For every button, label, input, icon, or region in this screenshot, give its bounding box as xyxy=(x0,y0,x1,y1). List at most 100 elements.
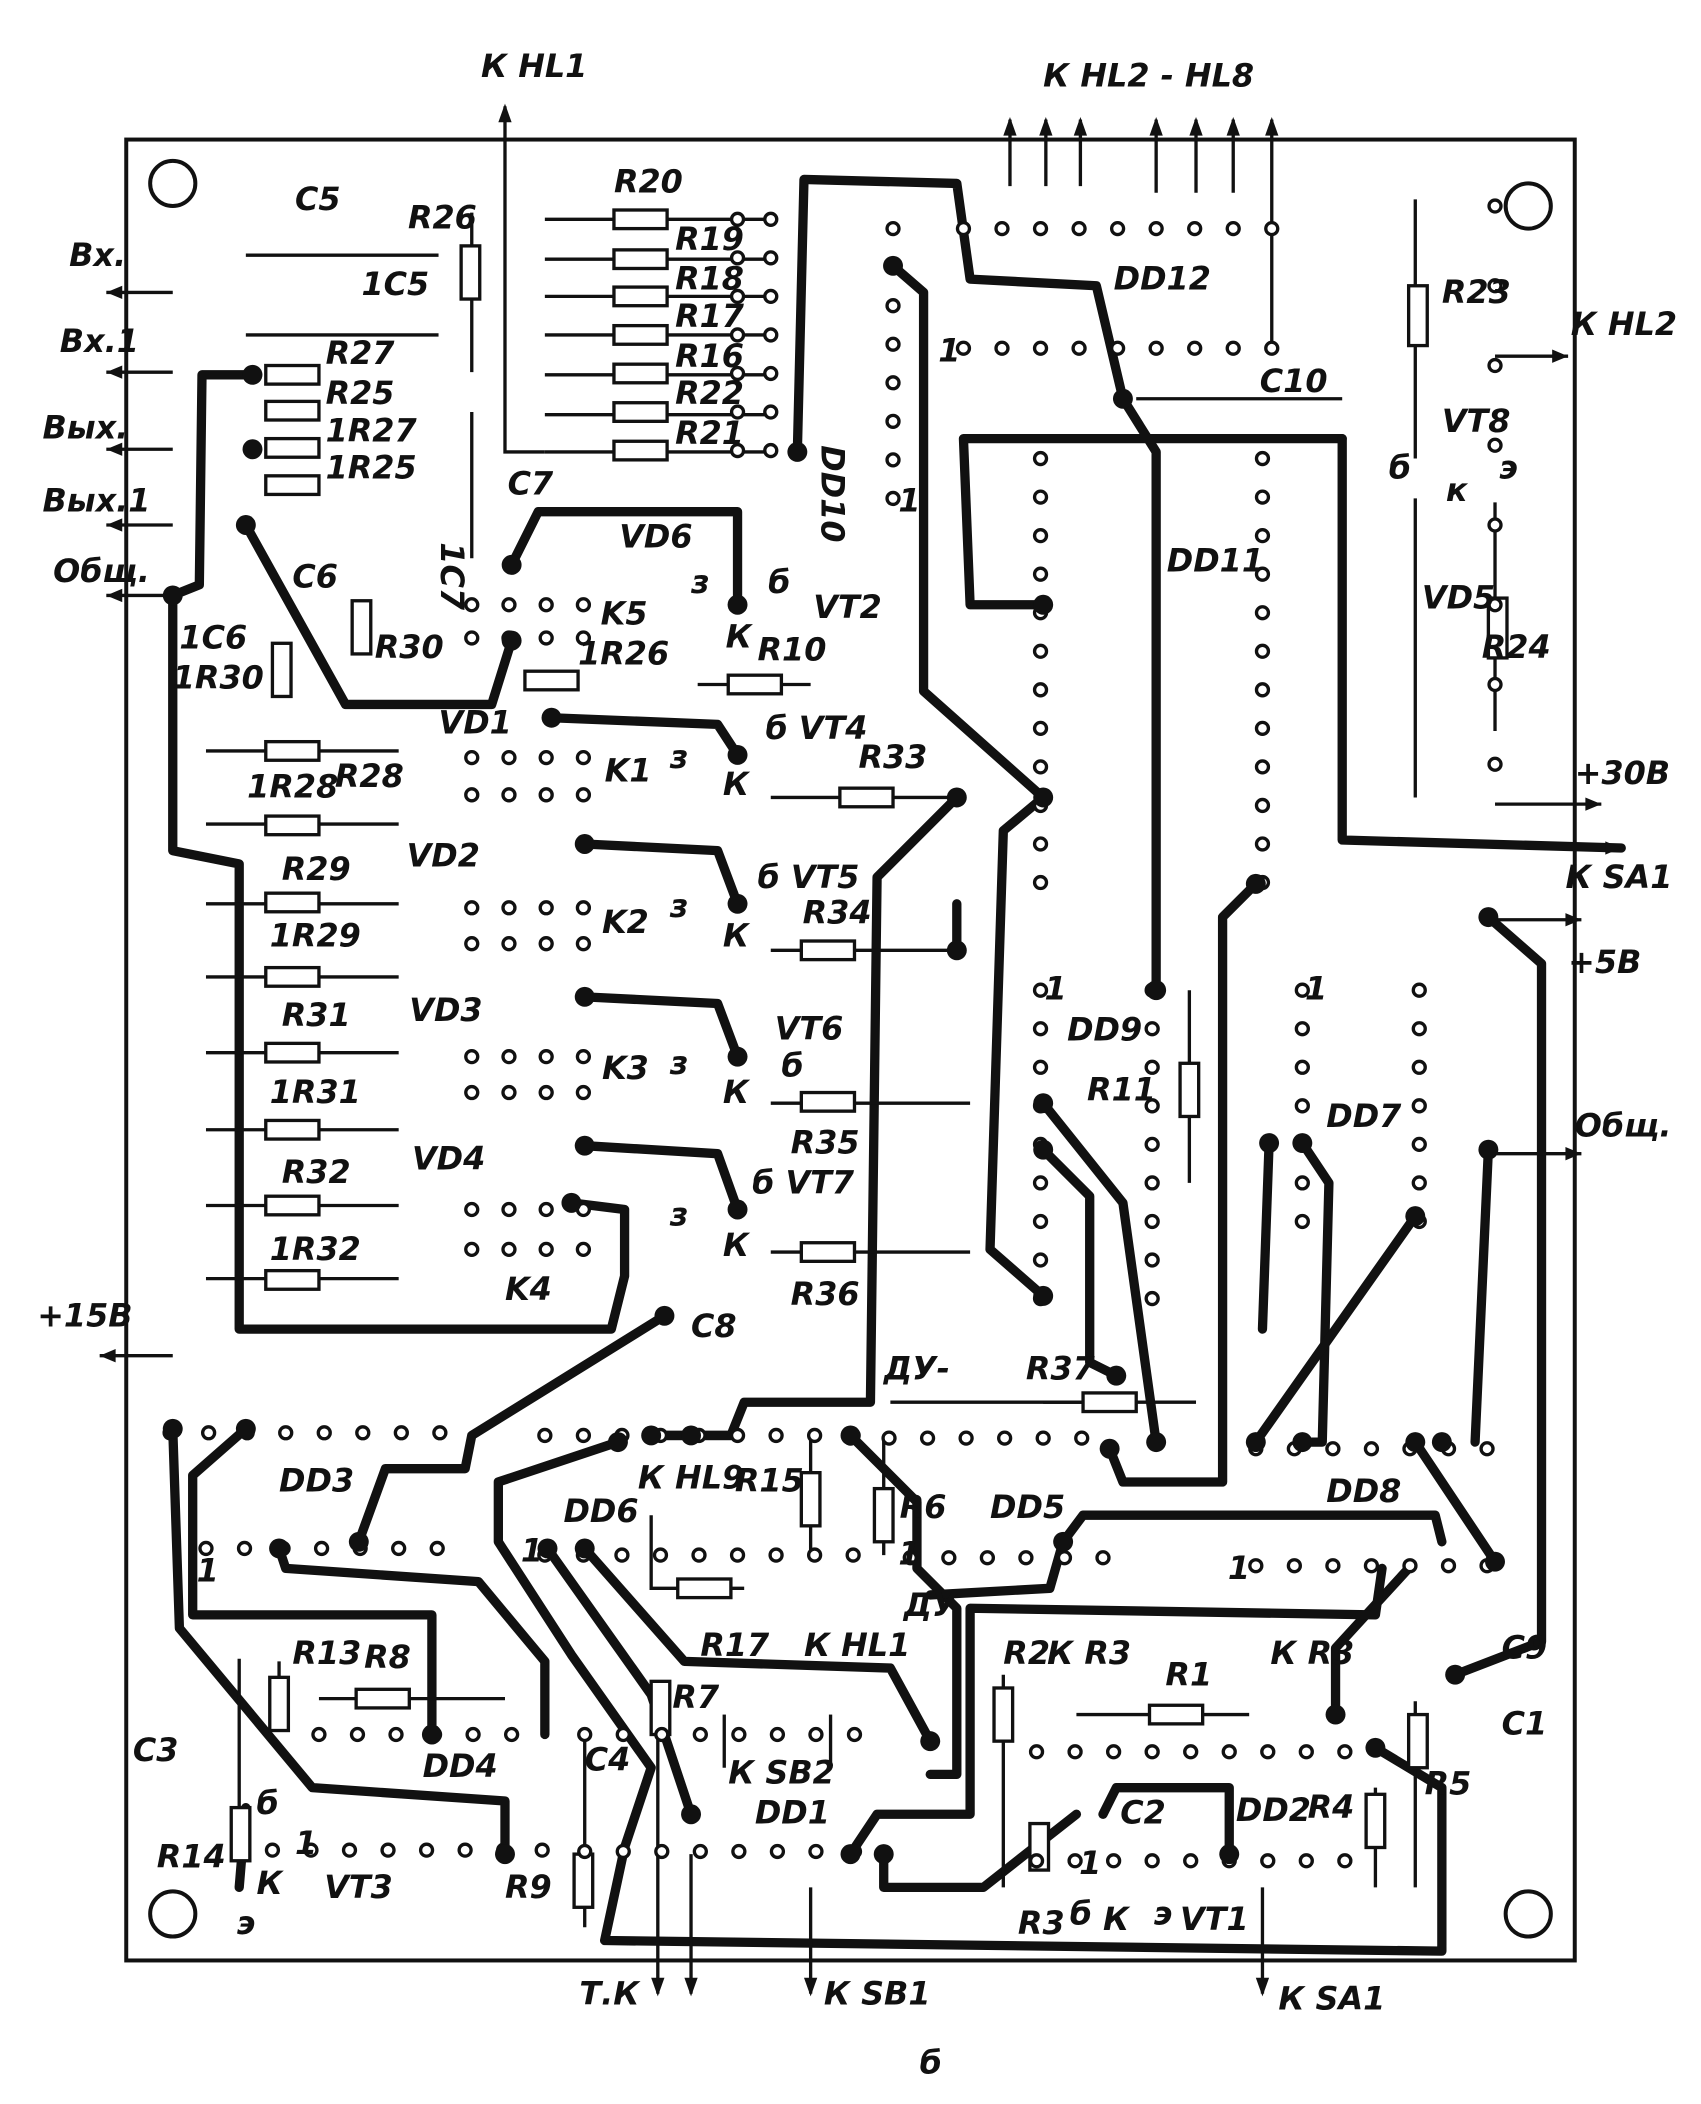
pad xyxy=(1032,874,1049,891)
trace xyxy=(580,992,743,1062)
pad xyxy=(808,1843,824,1860)
mounting-hole xyxy=(148,158,198,209)
pad xyxy=(729,404,746,420)
pad xyxy=(763,404,779,420)
pad xyxy=(1033,1139,1054,1160)
pad xyxy=(501,749,517,766)
resistor-body xyxy=(264,814,321,837)
component-label: Т.К xyxy=(579,1974,641,2012)
component-label: 1C5 xyxy=(361,265,429,303)
component-label: к xyxy=(1446,471,1469,509)
pad xyxy=(1032,836,1049,852)
pad xyxy=(883,255,903,276)
resistor-body xyxy=(799,1241,857,1263)
pad xyxy=(391,1540,407,1557)
component-label: 1R26 xyxy=(578,635,669,673)
trace xyxy=(188,1424,437,1740)
arrow-icon xyxy=(106,285,123,300)
arrow-icon xyxy=(106,588,123,603)
pad xyxy=(955,340,972,356)
pad xyxy=(806,1547,823,1563)
pad xyxy=(575,900,592,916)
arrow-icon xyxy=(106,518,123,532)
pad xyxy=(242,439,263,460)
component-label: R34 xyxy=(803,894,872,932)
component-label: VT8 xyxy=(1442,402,1511,440)
pad xyxy=(538,787,554,803)
pad xyxy=(1033,787,1054,808)
component-label: DD12 xyxy=(1114,260,1211,298)
trace xyxy=(168,370,258,601)
trace xyxy=(985,792,1048,1301)
resistor-body xyxy=(572,1852,595,1909)
arrow-icon xyxy=(498,103,512,123)
pad xyxy=(538,1241,554,1258)
trace xyxy=(1038,1098,1161,1447)
resistor-body xyxy=(264,399,321,422)
pad xyxy=(1411,1098,1427,1114)
pad xyxy=(1294,1059,1310,1075)
pad xyxy=(464,936,480,952)
pad xyxy=(763,211,779,227)
trace xyxy=(274,1543,550,1740)
pad xyxy=(1445,1664,1466,1685)
pad xyxy=(615,1843,631,1860)
component-label: б VT7 xyxy=(752,1164,855,1202)
component-label: +15В xyxy=(37,1296,132,1334)
component-label: К SA1 xyxy=(1565,858,1672,896)
pad xyxy=(575,597,592,613)
component-label: R26 xyxy=(408,199,477,237)
pad xyxy=(941,1550,957,1566)
pad xyxy=(1485,1551,1505,1572)
pad xyxy=(1325,1704,1346,1725)
pad xyxy=(1033,594,1054,615)
trace xyxy=(845,1563,1387,1859)
arrow-icon xyxy=(1552,349,1569,363)
pad xyxy=(1032,682,1049,698)
component-label: R1 xyxy=(1165,1655,1212,1693)
pad xyxy=(1294,1021,1310,1037)
pad xyxy=(1298,1744,1314,1760)
component-label: C2 xyxy=(1120,1794,1166,1832)
trace xyxy=(493,1437,1447,1956)
pad xyxy=(729,1427,746,1444)
component-label: VT1 xyxy=(1180,1900,1249,1938)
pad xyxy=(393,1425,409,1441)
pad xyxy=(1144,1136,1160,1153)
pad xyxy=(349,1726,366,1743)
pad xyxy=(538,900,554,916)
pad xyxy=(1074,1430,1090,1446)
resistor-body xyxy=(459,244,482,301)
component-label: К xyxy=(723,916,751,954)
pad xyxy=(1254,720,1271,737)
component-label: R20 xyxy=(614,163,683,201)
component-label: R21 xyxy=(675,414,744,452)
pad xyxy=(465,1726,481,1743)
component-label: К xyxy=(1103,1900,1131,1938)
component-label: б xyxy=(781,1047,803,1085)
pad xyxy=(1146,980,1167,1001)
pad xyxy=(1487,278,1503,294)
pad xyxy=(575,1241,592,1258)
pad xyxy=(538,597,554,613)
component-label: K4 xyxy=(505,1270,552,1308)
pad xyxy=(348,1531,369,1552)
pad xyxy=(1035,1430,1051,1446)
component-label: 1 xyxy=(521,1532,543,1570)
resistor-body xyxy=(264,1118,321,1141)
pad xyxy=(652,1547,669,1563)
component-label: DD4 xyxy=(423,1747,498,1785)
pad xyxy=(574,1135,595,1156)
pad xyxy=(1411,982,1427,998)
component-label: К HL1 xyxy=(481,47,587,85)
pad xyxy=(1440,1558,1457,1574)
resistor-body xyxy=(612,285,669,308)
pad xyxy=(1095,1550,1111,1566)
pad xyxy=(1033,1285,1054,1306)
pad xyxy=(341,1842,358,1858)
resistor-body xyxy=(799,1090,857,1113)
mounting-hole xyxy=(1503,1889,1553,1939)
pad xyxy=(501,900,517,916)
pad xyxy=(1032,1175,1049,1191)
pad xyxy=(1071,340,1087,356)
